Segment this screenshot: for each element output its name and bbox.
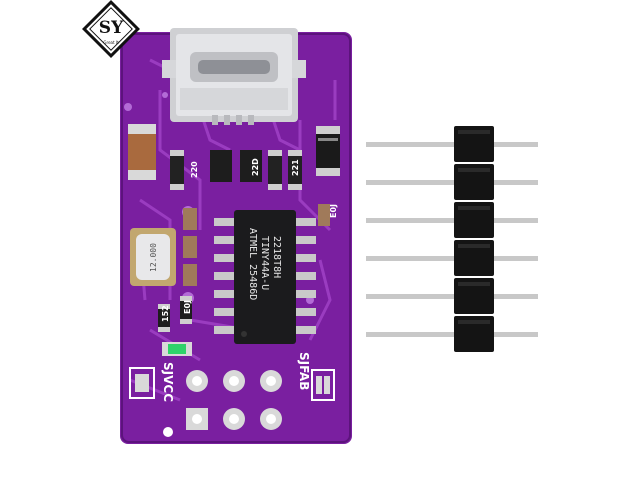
diode-pair (210, 150, 262, 182)
resistor-label-2: 22D (251, 158, 260, 176)
resistor-22d: 22D (251, 150, 282, 190)
tantalum-capacitor (128, 124, 156, 180)
smd-label-3: E0J (183, 300, 192, 314)
logo-tagline: Great It (103, 40, 119, 45)
lower-resistors: 152 E0J (158, 296, 192, 332)
chip-line-1: ATMEL 25486D (247, 228, 258, 300)
jumper-sjfab: SJFAB (297, 352, 335, 401)
jumper-label-vcc: SJVCC (161, 362, 175, 402)
smd-capacitors: E0J (183, 204, 338, 286)
usb-micro-connector-icon (162, 28, 306, 125)
crystal-oscillator-icon: 12.000 (130, 228, 176, 286)
status-led (162, 342, 192, 356)
chip-line-2: TINY44A-U (259, 236, 270, 290)
resistor-221: 221 (288, 150, 302, 190)
smd-label-1: E0J (329, 204, 338, 218)
brand-logo: SY Great It (82, 0, 140, 58)
crystal-label: 12.000 (149, 243, 158, 272)
resistor-label-3: 221 (291, 159, 300, 176)
jumper-sjvcc: SJVCC (129, 362, 175, 402)
header-housings (454, 126, 494, 352)
pin-header-icon (366, 126, 538, 352)
through-hole-pads (163, 370, 282, 437)
resistor-row: 220 22D 221 (170, 150, 302, 190)
chip-line-3: 2218T8H (271, 236, 282, 278)
schottky-diode (316, 126, 340, 176)
resistor-220: 220 (170, 150, 199, 190)
jumper-label-fab: SJFAB (297, 352, 311, 390)
resistor-label-1: 220 (190, 161, 199, 178)
header-pins (366, 142, 538, 337)
logo-mark: SY (99, 18, 124, 38)
microcontroller-chip: ATMEL 25486D TINY44A-U 2218T8H (214, 210, 316, 344)
smd-label-2: 152 (161, 305, 170, 322)
